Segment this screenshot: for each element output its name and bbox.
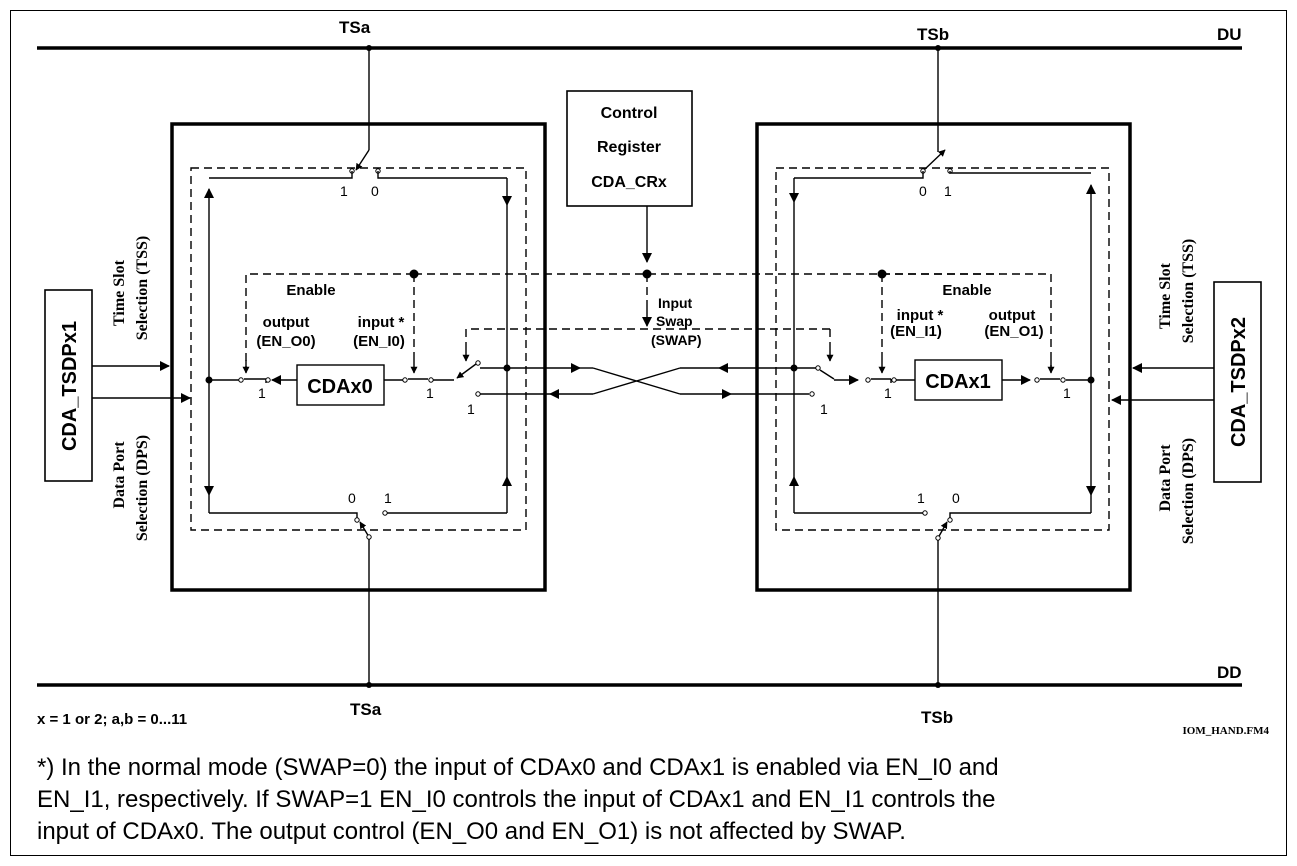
svg-text:0: 0: [952, 490, 960, 506]
svg-text:0: 0: [919, 183, 927, 199]
left-dps-label-1: Data Port: [111, 441, 128, 509]
range-note: x = 1 or 2; a,b = 0...11: [37, 711, 187, 728]
en-i1-label: (EN_I1): [890, 323, 942, 340]
cdax0-label: CDAx0: [307, 376, 373, 398]
svg-text:1: 1: [340, 183, 348, 199]
left-tss-label-2: Selection (TSS): [134, 236, 151, 340]
center-control: Control Register CDA_CRx Input Swap (SWA…: [507, 90, 809, 399]
svg-text:0: 0: [371, 183, 379, 199]
right-dps-label-2: Selection (DPS): [1180, 438, 1197, 544]
control-register-box: [566, 90, 693, 207]
svg-text:1: 1: [258, 385, 266, 401]
left-tss-label-1: Time Slot: [111, 259, 128, 326]
tsa-top-label: TSa: [339, 18, 371, 37]
svg-text:Input: Input: [658, 295, 693, 311]
svg-text:1: 1: [820, 401, 828, 417]
cdax1-block: [914, 359, 1003, 401]
svg-text:1: 1: [884, 385, 892, 401]
tsb-bottom-label: TSb: [921, 708, 953, 727]
svg-text:1: 1: [467, 401, 475, 417]
en-i0-label: (EN_I0): [353, 333, 405, 350]
svg-text:1: 1: [917, 490, 925, 506]
svg-text:Swap: Swap: [656, 313, 693, 329]
svg-text:1: 1: [1063, 385, 1071, 401]
footnote-line-1: *) In the normal mode (SWAP=0) the input…: [37, 754, 999, 781]
cda-tsdpx1-label: CDA_TSDPx1: [59, 321, 81, 451]
svg-text:(SWAP): (SWAP): [651, 332, 702, 348]
left-cda-unit: 1 0 0 1 CDAx0 1 1: [44, 48, 1000, 685]
cdax0-block: [296, 364, 385, 406]
right-unit-box: [755, 122, 1132, 592]
file-tag: IOM_HAND.FM4: [1183, 725, 1270, 737]
left-dps-label-2: Selection (DPS): [134, 435, 151, 541]
svg-text:1: 1: [944, 183, 952, 199]
du-label: DU: [1217, 25, 1242, 44]
cda-tsdpx2-box: [1213, 281, 1262, 483]
footnote-line-2: EN_I1, respectively. If SWAP=1 EN_I0 con…: [37, 786, 996, 813]
left-input-label: input *: [358, 314, 405, 331]
right-output-label: output: [989, 307, 1036, 324]
tsb-top-label: TSb: [917, 25, 949, 44]
left-unit-box: [170, 122, 547, 592]
en-o1-label: (EN_O1): [984, 323, 1043, 340]
right-tss-label-1: Time Slot: [1157, 262, 1174, 329]
dd-label: DD: [1217, 663, 1242, 682]
svg-text:CDA_CRx: CDA_CRx: [591, 174, 667, 191]
left-output-label: output: [263, 314, 310, 331]
right-cda-unit: 0 1 1 0 1 1 CDAx: [755, 48, 1262, 685]
svg-text:0: 0: [348, 490, 356, 506]
svg-text:1: 1: [384, 490, 392, 506]
cda-tsdpx1-box: [44, 289, 93, 482]
left-tss-dps-dashed-box: [190, 167, 527, 531]
cda-tsdpx2-label: CDA_TSDPx2: [1228, 317, 1250, 447]
svg-text:Control: Control: [601, 105, 658, 122]
left-enable-label: Enable: [286, 282, 335, 299]
right-enable-label: Enable: [942, 282, 991, 299]
svg-text:Register: Register: [597, 139, 661, 156]
svg-text:1: 1: [426, 385, 434, 401]
right-input-label: input *: [897, 307, 944, 324]
cdax1-label: CDAx1: [925, 371, 991, 393]
en-o0-label: (EN_O0): [256, 333, 315, 350]
tsa-bottom-label: TSa: [350, 700, 382, 719]
footnote-line-3: input of CDAx0. The output control (EN_O…: [37, 818, 906, 845]
right-dps-label-1: Data Port: [1157, 444, 1174, 512]
footnote: *) In the normal mode (SWAP=0) the input…: [37, 752, 1277, 848]
figure-frame: [10, 10, 1287, 856]
right-tss-dps-dashed-box: [775, 167, 1110, 531]
right-tss-label-2: Selection (TSS): [1180, 239, 1197, 343]
